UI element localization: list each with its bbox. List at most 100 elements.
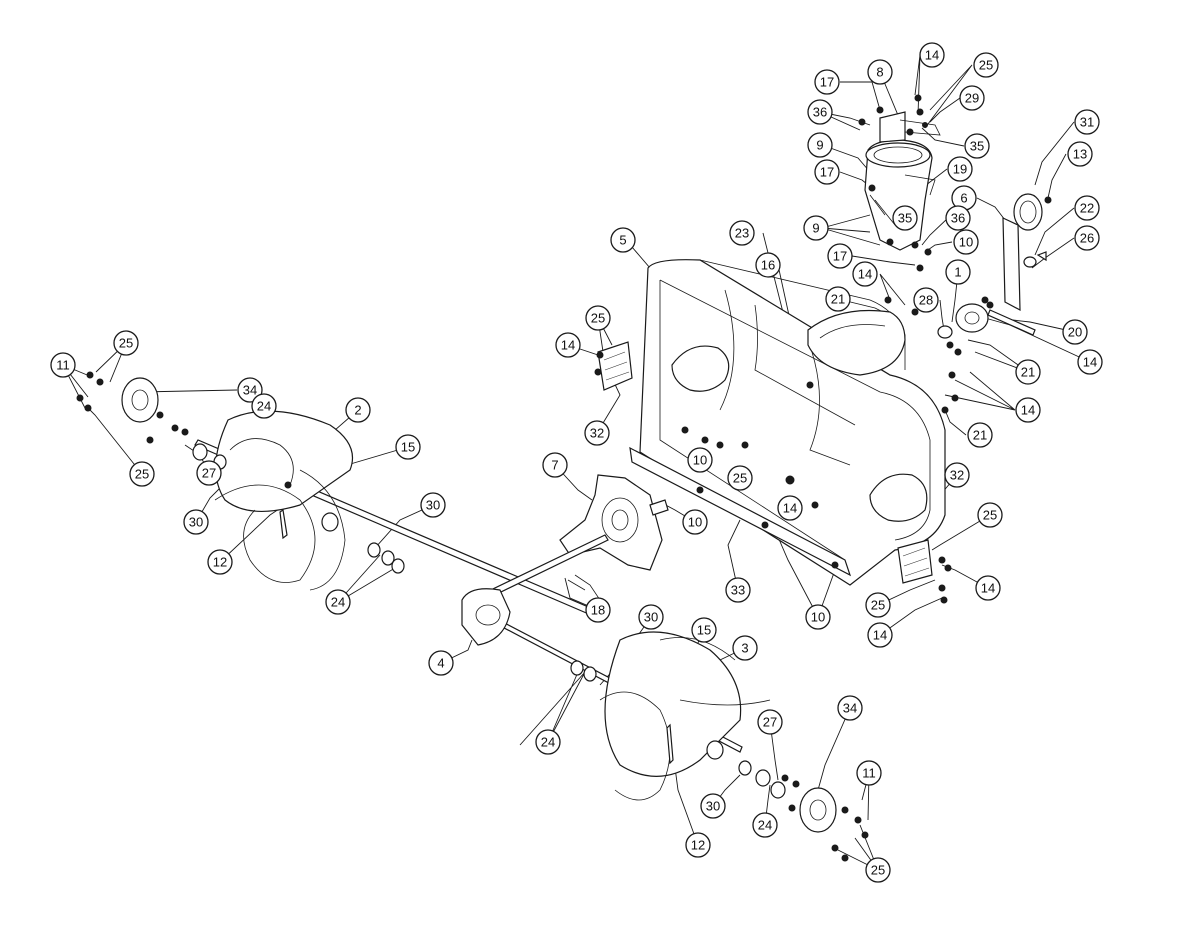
svg-text:24: 24	[257, 399, 271, 414]
svg-text:17: 17	[820, 165, 834, 180]
svg-text:24: 24	[331, 595, 345, 610]
svg-text:34: 34	[243, 383, 257, 398]
svg-text:21: 21	[831, 292, 845, 307]
svg-text:9: 9	[812, 221, 819, 236]
callout-14: 14	[1015, 397, 1041, 423]
svg-text:18: 18	[591, 603, 605, 618]
svg-text:23: 23	[735, 226, 749, 241]
svg-text:31: 31	[1080, 115, 1094, 130]
svg-text:12: 12	[691, 838, 705, 853]
svg-text:26: 26	[1080, 231, 1094, 246]
callout-21: 21	[967, 422, 993, 448]
svg-text:10: 10	[688, 515, 702, 530]
callout-15: 15	[691, 617, 717, 643]
svg-text:2: 2	[354, 403, 361, 418]
svg-text:32: 32	[590, 426, 604, 441]
skid-shoes-32	[594, 341, 952, 604]
svg-text:29: 29	[965, 91, 979, 106]
svg-text:24: 24	[758, 818, 772, 833]
svg-text:11: 11	[56, 358, 70, 373]
callout-14: 14	[867, 622, 893, 648]
callout-27: 27	[196, 460, 222, 486]
callouts: 14 8 25 17 36 29 35 31 9 13 17 19 6 22 3…	[50, 42, 1103, 883]
svg-text:25: 25	[135, 467, 149, 482]
callout-13: 13	[1067, 141, 1093, 167]
callout-25: 25	[977, 502, 1003, 528]
svg-text:36: 36	[951, 211, 965, 226]
callout-1: 1	[945, 259, 971, 285]
callout-14: 14	[975, 575, 1001, 601]
callout-10: 10	[687, 447, 713, 473]
svg-text:19: 19	[953, 162, 967, 177]
callout-9: 9	[803, 215, 829, 241]
svg-text:9: 9	[816, 138, 823, 153]
callout-12: 12	[207, 549, 233, 575]
callout-8: 8	[867, 59, 893, 85]
svg-text:15: 15	[401, 440, 415, 455]
svg-text:25: 25	[871, 598, 885, 613]
callout-28: 28	[913, 287, 939, 313]
svg-text:14: 14	[925, 48, 939, 63]
callout-9: 9	[807, 132, 833, 158]
callout-15: 15	[395, 434, 421, 460]
gear-box-parts	[884, 193, 1052, 414]
svg-text:7: 7	[551, 458, 558, 473]
callout-7: 7	[542, 452, 568, 478]
callout-24: 24	[535, 729, 561, 755]
callout-24: 24	[251, 393, 277, 419]
svg-text:20: 20	[1068, 325, 1082, 340]
callout-25: 25	[129, 461, 155, 487]
callout-11: 11	[50, 352, 76, 378]
gearcase-7	[559, 474, 669, 601]
svg-text:16: 16	[761, 258, 775, 273]
callout-18: 18	[585, 597, 611, 623]
callout-5: 5	[610, 227, 636, 253]
callout-10: 10	[682, 509, 708, 535]
svg-text:30: 30	[706, 799, 720, 814]
callout-30: 30	[700, 793, 726, 819]
svg-text:12: 12	[213, 555, 227, 570]
svg-text:27: 27	[763, 715, 777, 730]
callout-17: 17	[814, 159, 840, 185]
callout-23: 23	[729, 220, 755, 246]
callout-22: 22	[1074, 195, 1100, 221]
callout-24: 24	[325, 589, 351, 615]
svg-text:36: 36	[813, 105, 827, 120]
callout-34: 34	[837, 695, 863, 721]
callout-33: 33	[725, 577, 751, 603]
svg-text:14: 14	[858, 267, 872, 282]
callout-25: 25	[727, 465, 753, 491]
svg-text:14: 14	[873, 628, 887, 643]
callout-17: 17	[814, 69, 840, 95]
svg-text:21: 21	[973, 428, 987, 443]
callout-35: 35	[892, 205, 918, 231]
callout-16: 16	[755, 252, 781, 278]
svg-text:1: 1	[954, 265, 961, 280]
svg-text:11: 11	[862, 766, 876, 781]
callout-27: 27	[757, 709, 783, 735]
svg-text:14: 14	[561, 338, 575, 353]
augers-shaft	[76, 371, 869, 862]
callout-14: 14	[919, 42, 945, 68]
callout-30: 30	[183, 509, 209, 535]
svg-text:14: 14	[783, 501, 797, 516]
housing-5	[629, 259, 946, 586]
callout-32: 32	[584, 420, 610, 446]
svg-text:25: 25	[119, 336, 133, 351]
svg-text:25: 25	[979, 58, 993, 73]
svg-text:17: 17	[833, 249, 847, 264]
svg-text:25: 25	[871, 863, 885, 878]
callout-20: 20	[1062, 319, 1088, 345]
svg-text:22: 22	[1080, 201, 1094, 216]
callout-17: 17	[827, 243, 853, 269]
svg-text:35: 35	[970, 139, 984, 154]
svg-text:6: 6	[960, 191, 967, 206]
callout-24: 24	[752, 812, 778, 838]
svg-text:27: 27	[202, 466, 216, 481]
svg-text:10: 10	[693, 453, 707, 468]
callout-11: 11	[856, 760, 882, 786]
svg-text:35: 35	[898, 211, 912, 226]
svg-text:30: 30	[426, 498, 440, 513]
callout-31: 31	[1074, 109, 1100, 135]
